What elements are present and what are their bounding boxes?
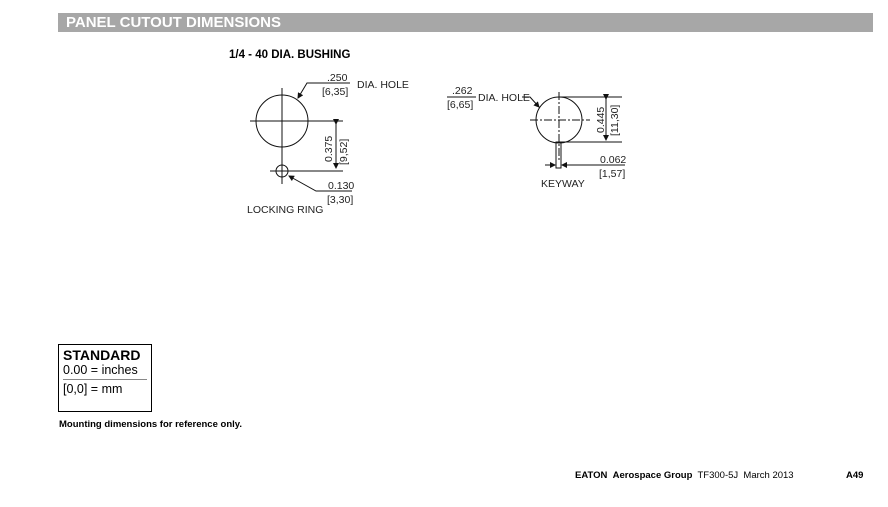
hole-leader — [297, 82, 350, 99]
footer-company: EATON — [575, 470, 608, 481]
right-hole-label: DIA. HOLE — [478, 92, 530, 104]
left-spacing-mm: [9,52] — [338, 139, 350, 165]
standard-title: STANDARD — [63, 347, 141, 363]
page-number: A49 — [846, 470, 864, 481]
key-label: KEYWAY — [541, 178, 585, 190]
key-in: 0.062 — [600, 154, 626, 166]
footer-text: EATON Aerospace Group TF300-5J March 201… — [575, 470, 794, 481]
footer-doc: TF300-5J — [697, 470, 739, 481]
right-height-mm: [11,30] — [609, 105, 621, 136]
standard-inches: 0.00 = inches — [63, 363, 138, 377]
ring-leader — [288, 175, 352, 192]
left-hole-in: .250 — [327, 72, 348, 84]
ring-mm: [3,30] — [327, 194, 353, 206]
hole-leader — [522, 96, 540, 108]
left-hole-label: DIA. HOLE — [357, 79, 409, 91]
legend-divider — [63, 379, 147, 380]
reference-note: Mounting dimensions for reference only. — [59, 419, 242, 430]
keyway-slot — [555, 141, 562, 169]
standard-mm: [0,0] = mm — [63, 382, 123, 396]
right-hole-mm: [6,65] — [447, 99, 473, 111]
footer-group: Aerospace Group — [612, 470, 693, 481]
left-spacing-in: 0.375 — [323, 136, 335, 162]
section-header: PANEL CUTOUT DIMENSIONS — [58, 13, 873, 32]
left-cutout: .250 [6,35] DIA. HOLE 0.375 [9,52] 0.130… — [247, 72, 409, 216]
ring-label: LOCKING RING — [247, 204, 323, 216]
key-mm: [1,57] — [599, 168, 625, 180]
right-cutout: .262 [6,65] DIA. HOLE 0.445 [11,30] 0.06… — [447, 85, 626, 190]
right-hole-in: .262 — [452, 85, 473, 97]
left-hole-mm: [6,35] — [322, 86, 348, 98]
footer-date: March 2013 — [743, 470, 794, 481]
diagram-subtitle: 1/4 - 40 DIA. BUSHING — [229, 49, 351, 61]
standard-legend: STANDARD 0.00 = inches [0,0] = mm — [58, 344, 152, 412]
right-height-in: 0.445 — [595, 107, 607, 133]
ring-in: 0.130 — [328, 180, 354, 192]
